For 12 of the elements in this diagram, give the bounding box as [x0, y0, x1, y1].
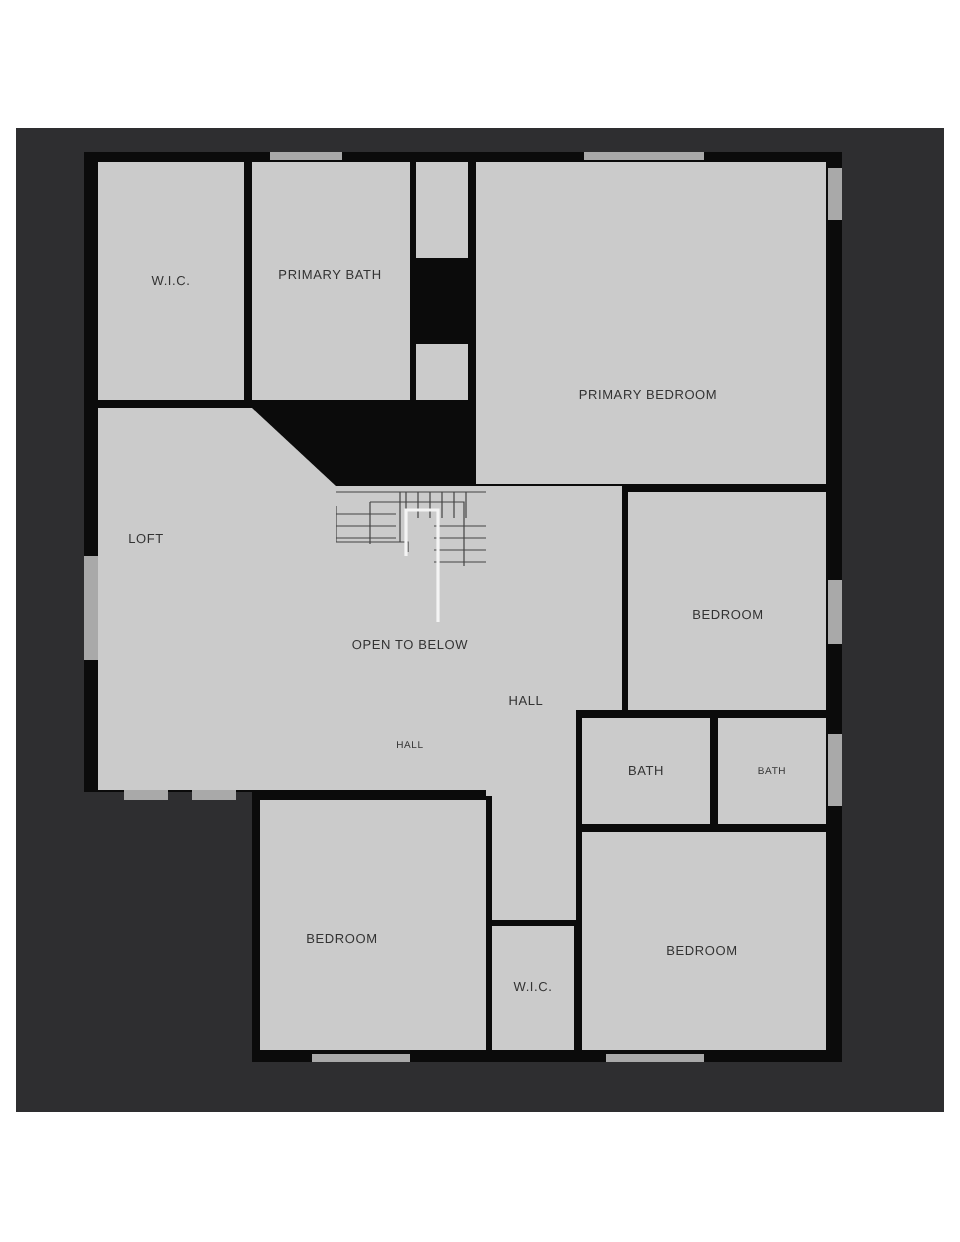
room-area — [476, 162, 826, 484]
room-area — [252, 162, 410, 400]
room-area — [628, 492, 826, 710]
closet-room — [416, 162, 468, 258]
room-area — [582, 832, 826, 1050]
room-area — [260, 800, 486, 1050]
closet-room — [416, 344, 468, 400]
room-area — [718, 718, 826, 824]
room-area — [582, 718, 710, 824]
room-area — [98, 162, 244, 400]
room-area — [492, 926, 574, 1050]
room-area — [98, 408, 336, 790]
